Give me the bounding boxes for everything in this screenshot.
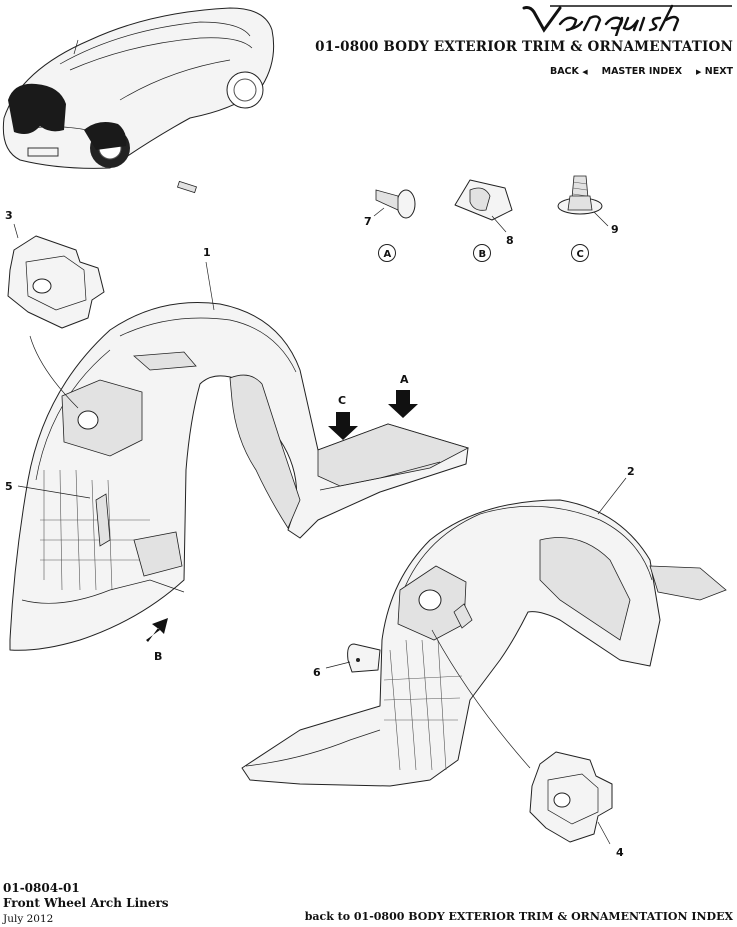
arrow-b-icon [146, 618, 168, 642]
arrow-c-icon [328, 412, 358, 440]
arrow-a-icon [388, 390, 418, 418]
fastener-8-drawing [454, 179, 513, 221]
section-title: 01-0800 BODY EXTERIOR TRIM & ORNAMENTATI… [315, 39, 733, 55]
section-code: 01-0804-01 [3, 881, 80, 895]
arrow-b-label: B [154, 650, 162, 663]
back-label: BACK [549, 66, 579, 77]
callout-9: 9 [611, 223, 619, 236]
liner-pad-4-drawing [529, 751, 613, 843]
liner-pad-3-drawing [7, 235, 105, 329]
diagram-name: Front Wheel Arch Liners [3, 896, 169, 910]
fastener-7-drawing [177, 180, 416, 219]
callout-4: 4 [616, 846, 624, 859]
next-link[interactable]: ▶ NEXT [696, 66, 733, 77]
fastener-9-drawing [557, 175, 603, 215]
wheel-arch-liner-2-drawing [241, 499, 727, 787]
callout-3: 3 [5, 209, 13, 222]
key-c-label: C [577, 249, 584, 260]
arrow-a-label: A [400, 373, 409, 386]
leader-lines [13, 207, 627, 845]
key-c: C [571, 244, 589, 262]
wheel-arch-liner-1-drawing [9, 301, 470, 651]
callout-7: 7 [364, 215, 372, 228]
next-label: NEXT [704, 66, 733, 77]
callout-8: 8 [506, 234, 514, 247]
publication-date: July 2012 [3, 913, 54, 925]
callout-6: 6 [313, 666, 321, 679]
nav-bar: BACK ◀ MASTER INDEX ▶ NEXT [550, 66, 733, 77]
callout-2: 2 [627, 465, 635, 478]
callout-1: 1 [203, 246, 211, 259]
key-b-label: B [479, 249, 487, 260]
left-triangle-icon: ◀ [582, 68, 588, 76]
car-location-thumbnail [2, 7, 275, 169]
callout-5: 5 [5, 480, 13, 493]
back-link[interactable]: BACK ◀ [550, 66, 588, 77]
key-b: B [473, 244, 491, 262]
right-triangle-icon: ▶ [696, 68, 702, 76]
vanquish-logo [522, 4, 732, 36]
parts-diagram: 1 2 3 4 5 6 7 8 9 A B C A C B [2, 7, 727, 859]
bracket-6-drawing [347, 643, 381, 673]
arrow-c-label: C [338, 394, 346, 407]
master-index-link[interactable]: MASTER INDEX [601, 66, 683, 77]
key-a-label: A [384, 249, 392, 260]
key-a: A [378, 244, 396, 262]
back-to-index-link[interactable]: back to 01-0800 BODY EXTERIOR TRIM & ORN… [304, 910, 733, 923]
